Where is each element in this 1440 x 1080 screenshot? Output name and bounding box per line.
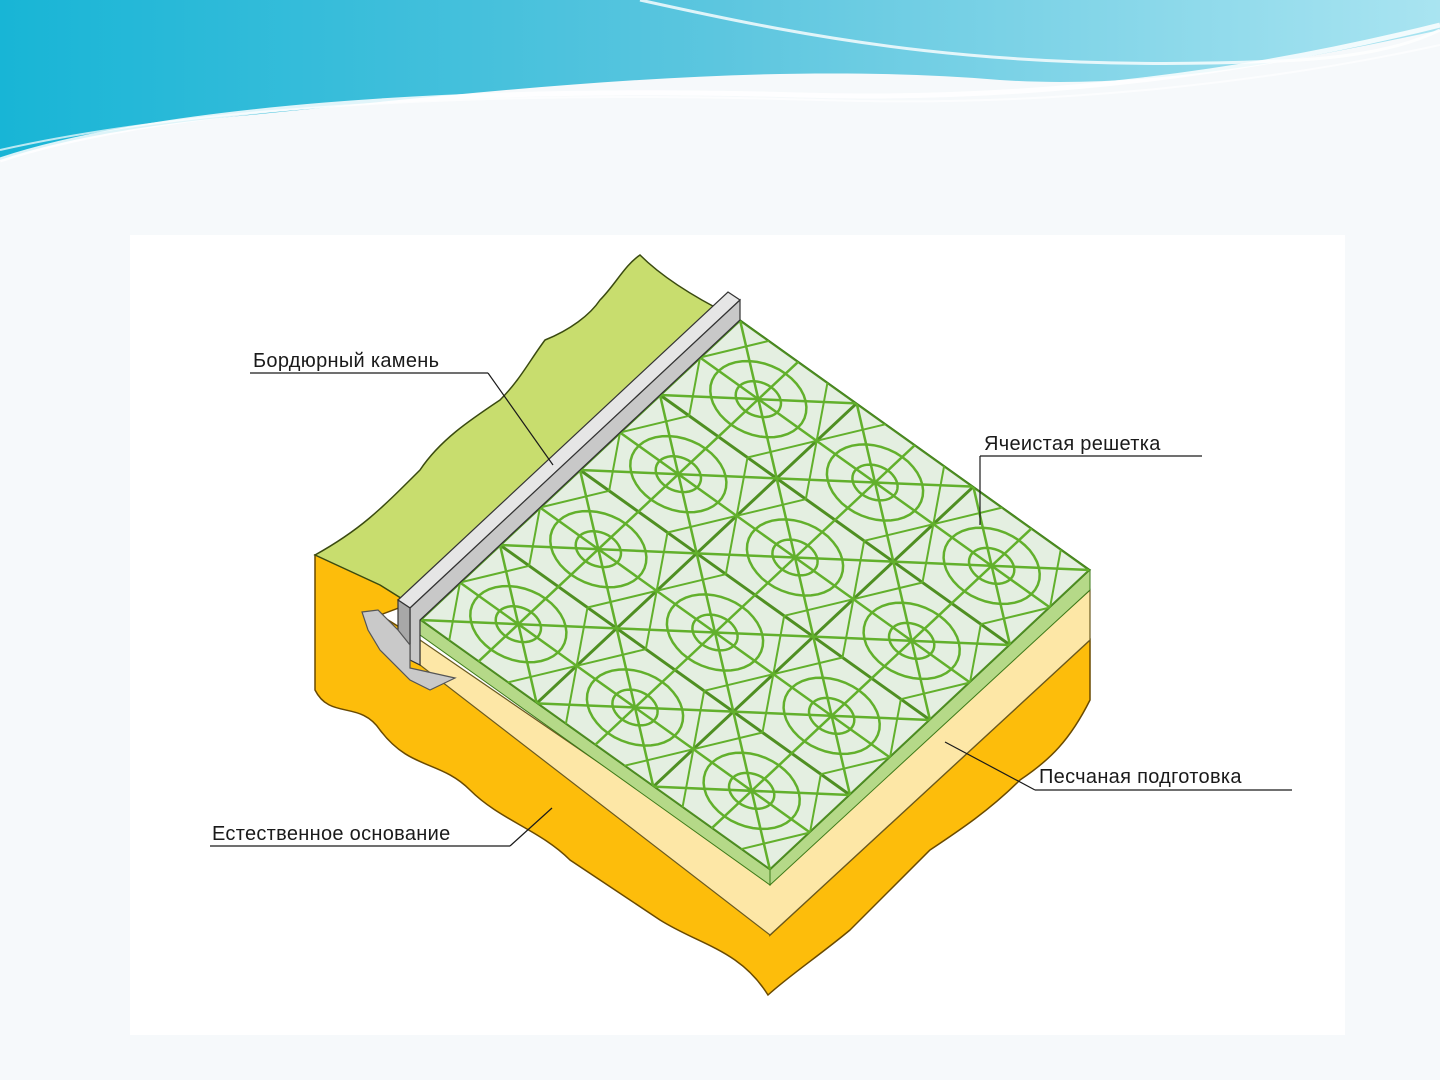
label-natural-base: Естественное основание — [212, 823, 451, 845]
callout-grid: Ячеистая решетка — [980, 433, 1202, 525]
label-cellular-grid: Ячеистая решетка — [984, 433, 1161, 455]
label-curb-stone: Бордюрный камень — [253, 350, 439, 372]
label-sand-bedding: Песчаная подготовка — [1039, 766, 1242, 788]
